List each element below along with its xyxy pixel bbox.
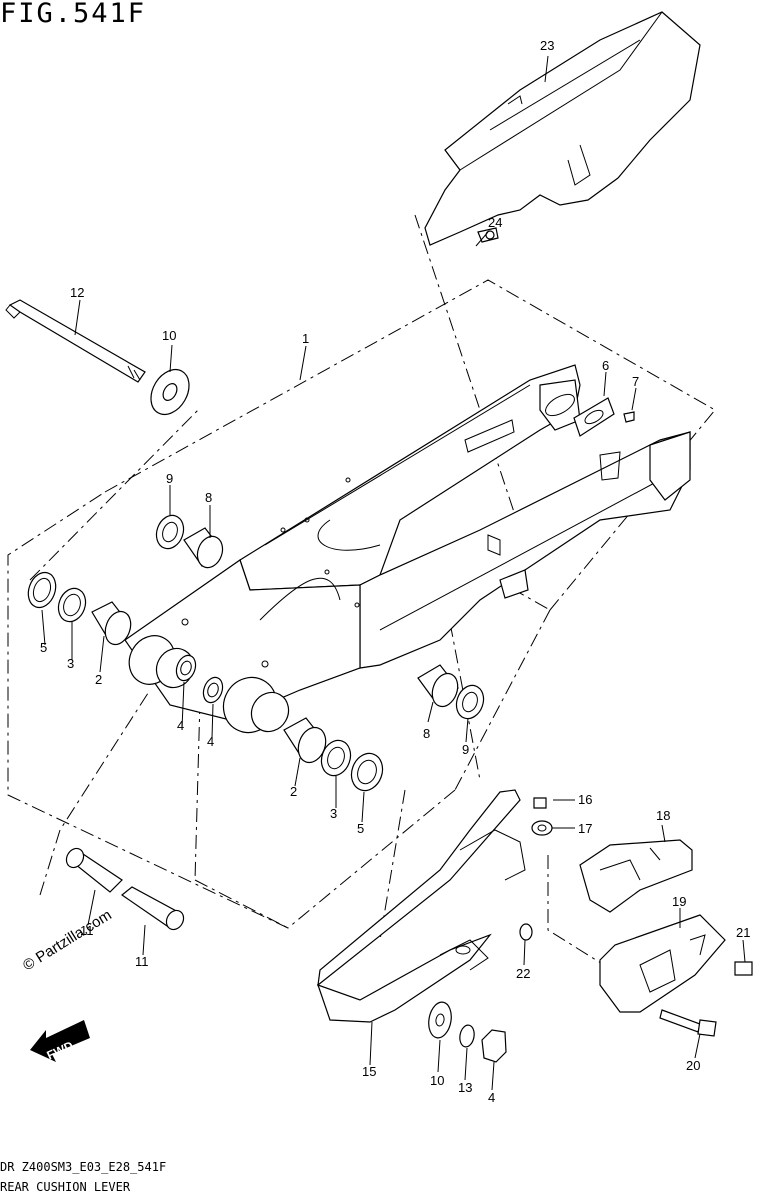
swingarm-group-outline <box>7 214 716 976</box>
callout-1: 1 <box>302 331 309 346</box>
spacer-3-right[interactable] <box>317 736 356 779</box>
washer-13[interactable] <box>458 1024 476 1048</box>
washer-17[interactable] <box>531 820 553 836</box>
callout-21: 21 <box>736 925 750 940</box>
model-code: DR Z400SM3_E03_E28_541F <box>0 1160 167 1174</box>
figure-title: FIG.541F <box>0 0 147 29</box>
oil-seal-9-right[interactable] <box>452 682 488 723</box>
screw-7[interactable] <box>623 411 635 423</box>
callout-15: 15 <box>362 1064 376 1079</box>
callout-13: 13 <box>458 1080 472 1095</box>
callout-17: 17 <box>578 821 592 836</box>
callout-5-right: 5 <box>357 821 364 836</box>
nut-22[interactable] <box>519 923 533 941</box>
chain-guide-plate-19[interactable] <box>599 914 726 1013</box>
callout-24: 24 <box>488 215 502 230</box>
bolt-16[interactable] <box>533 797 547 809</box>
oil-seal-9-upper[interactable] <box>152 512 188 553</box>
washer-4-a[interactable] <box>173 653 199 684</box>
callout-2-left: 2 <box>95 672 102 687</box>
bolt-20[interactable] <box>659 1009 717 1037</box>
oil-seal-5-right[interactable] <box>346 749 387 795</box>
adjuster-plate-6[interactable] <box>573 397 615 437</box>
bearing-2-left[interactable] <box>91 601 135 648</box>
callout-3-right: 3 <box>330 806 337 821</box>
bearing-8-upper[interactable] <box>183 527 227 571</box>
callout-8-upper: 8 <box>205 490 212 505</box>
bolt-21[interactable] <box>734 961 753 976</box>
spacer-11-b[interactable] <box>120 886 187 933</box>
nut-4-lower[interactable] <box>481 1029 507 1063</box>
spacer-3-left[interactable] <box>54 585 90 626</box>
fwd-arrow-icon <box>30 1020 90 1062</box>
washer-10-lower[interactable] <box>426 1000 454 1039</box>
pivot-shaft[interactable] <box>5 299 146 383</box>
spacer-11-a[interactable] <box>63 845 123 893</box>
callout-2-right: 2 <box>290 784 297 799</box>
callout-16: 16 <box>578 792 592 807</box>
callout-5-left: 5 <box>40 640 47 655</box>
section-name: REAR CUSHION LEVER <box>0 1180 131 1194</box>
callout-4-b: 4 <box>207 734 214 749</box>
callout-6: 6 <box>602 358 609 373</box>
bearing-2-right[interactable] <box>283 717 330 766</box>
callout-8-right: 8 <box>423 726 430 741</box>
callout-20: 20 <box>686 1058 700 1073</box>
callout-7: 7 <box>632 374 639 389</box>
chain-case[interactable] <box>424 11 701 246</box>
swingarm[interactable] <box>120 364 691 742</box>
callout-19: 19 <box>672 894 686 909</box>
callout-9-upper: 9 <box>166 471 173 486</box>
callout-11-a: 11 <box>80 923 94 938</box>
callout-4-lower: 4 <box>488 1090 495 1105</box>
callout-23: 23 <box>540 38 554 53</box>
washer-4-b[interactable] <box>200 675 226 706</box>
leader-lines <box>41 55 746 1091</box>
chain-buffer[interactable] <box>317 789 526 1023</box>
callout-10-lower: 10 <box>430 1073 444 1088</box>
callout-3-left: 3 <box>67 656 74 671</box>
callout-12: 12 <box>70 285 84 300</box>
washer-10-upper[interactable] <box>143 363 196 422</box>
bearing-8-right[interactable] <box>417 664 462 710</box>
oil-seal-5-left[interactable] <box>24 569 61 612</box>
callout-10-upper: 10 <box>162 328 176 343</box>
callout-9-right: 9 <box>462 742 469 757</box>
callout-11-b: 11 <box>135 954 149 969</box>
callout-4-a: 4 <box>177 718 184 733</box>
chain-guide-18[interactable] <box>579 839 693 913</box>
callout-18: 18 <box>656 808 670 823</box>
callout-22: 22 <box>516 966 530 981</box>
